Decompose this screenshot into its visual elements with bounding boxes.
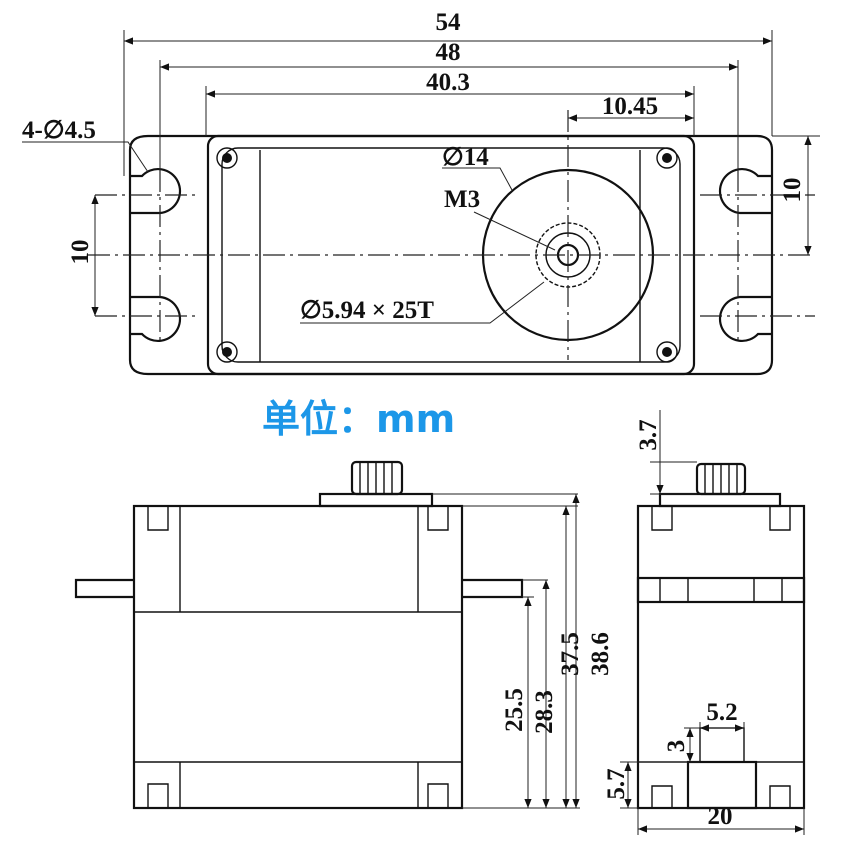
dim-connector-height: 3 bbox=[663, 740, 690, 753]
dim-spline: ∅5.94 × 25T bbox=[300, 297, 434, 324]
side-horn-base bbox=[318, 492, 434, 508]
dim-body-width: 40.3 bbox=[426, 69, 470, 96]
right-hole-centerline bbox=[700, 170, 815, 340]
dim-mounting-spacing: 48 bbox=[436, 39, 461, 66]
side-view: 25.5 28.3 37.5 38.6 bbox=[74, 460, 614, 810]
end-connector-slot bbox=[699, 727, 745, 763]
dim-base-offset: 5.7 bbox=[603, 768, 630, 799]
leader-spline bbox=[300, 281, 545, 324]
dim-slot-height-left: 10 bbox=[67, 240, 94, 265]
dim-mount-holes: 4-∅4.5 bbox=[22, 117, 96, 144]
unit-label: 单位：mm bbox=[262, 397, 455, 441]
leader-mount-holes bbox=[22, 141, 149, 173]
dim-connector-width: 5.2 bbox=[706, 699, 737, 726]
end-connector bbox=[686, 760, 758, 810]
end-view: 3.7 5.2 3 5.7 20 bbox=[603, 410, 806, 835]
left-mount-slot-bottom bbox=[130, 295, 182, 342]
dim-total-height: 38.6 bbox=[587, 632, 614, 676]
dim-spline-height: 3.7 bbox=[635, 419, 662, 450]
left-mount-slot-top bbox=[130, 168, 182, 215]
dim-slot-height-right: 10 bbox=[779, 178, 806, 203]
right-mount-slot-bottom bbox=[718, 295, 772, 342]
dim-tab-to-base: 25.5 bbox=[501, 688, 528, 732]
corner-screw-icon bbox=[216, 147, 678, 363]
side-left-tab bbox=[74, 578, 134, 599]
dim-body-depth: 20 bbox=[708, 803, 733, 830]
top-view-body-inner-line bbox=[259, 150, 641, 362]
top-view-flange-outline bbox=[128, 134, 774, 376]
end-horn-base bbox=[658, 492, 782, 508]
leader-m3 bbox=[473, 211, 556, 251]
dim-horn-diameter: ∅14 bbox=[442, 144, 489, 171]
leader-horn bbox=[442, 167, 513, 191]
side-right-tab bbox=[462, 578, 524, 599]
dim-shaft-offset: 10.45 bbox=[602, 93, 658, 120]
dim-body-height: 37.5 bbox=[557, 632, 584, 676]
left-hole-centerline bbox=[95, 170, 195, 340]
top-view: 54 48 40.3 10.45 4-∅4.5 ∅14 M3 ∅5.94 × 2… bbox=[22, 9, 820, 376]
dim-tab-top-to-base: 28.3 bbox=[531, 690, 558, 734]
side-body bbox=[132, 504, 464, 810]
dim-overall-width: 54 bbox=[436, 9, 462, 36]
right-mount-slot-top bbox=[718, 168, 772, 215]
end-flange-band bbox=[636, 576, 806, 604]
dim-screw: M3 bbox=[444, 186, 480, 213]
